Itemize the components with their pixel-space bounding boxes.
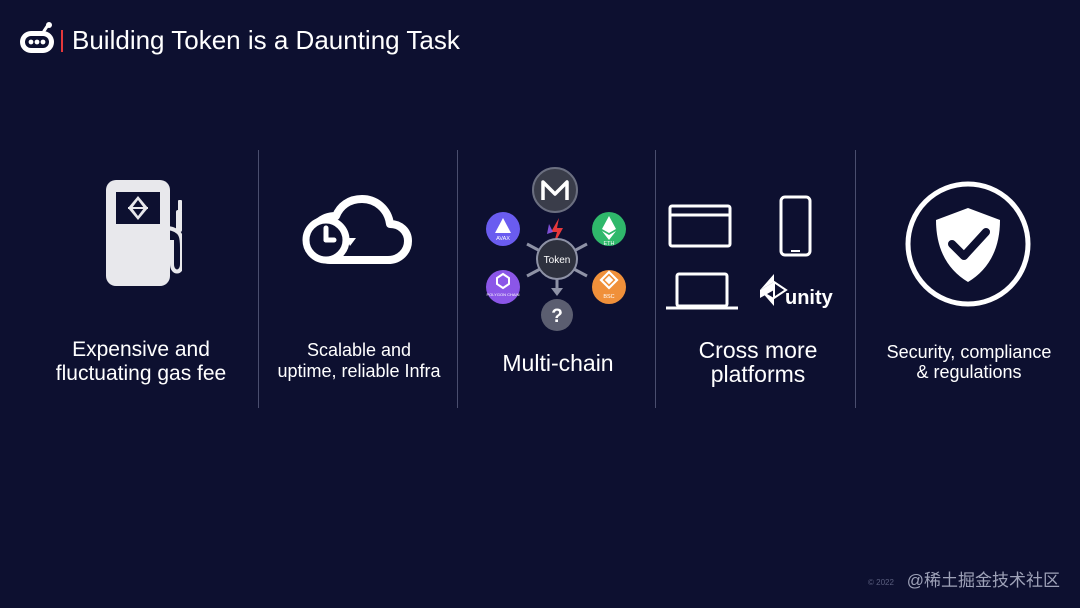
unity-label: unity [785, 287, 834, 309]
chain-m-icon [532, 167, 578, 213]
chain-unknown-label: ? [551, 306, 563, 327]
column-platforms-label-line1: Cross more [698, 337, 818, 363]
unity-logo-icon [760, 274, 788, 306]
multichain-icon: Token AVAX ETH POLYGON CHAIN BSC ? [486, 167, 626, 331]
column-multichain: Token AVAX ETH POLYGON CHAIN BSC ? Multi… [459, 150, 657, 408]
column-platforms-label-line2: platforms [710, 361, 806, 387]
column-gas-label-line1: Expensive and [72, 338, 210, 361]
cloud-clock-icon [302, 195, 412, 264]
chain-token-icon [536, 238, 578, 280]
chain-unknown-icon [541, 299, 573, 331]
chain-polygon-label: POLYGON CHAIN [486, 292, 519, 297]
column-gas: Expensive and fluctuating gas fee [42, 150, 240, 408]
column-gas-label-line2: fluctuating gas fee [55, 362, 227, 385]
browser-window-icon [668, 204, 732, 248]
slide-title: Building Token is a Daunting Task [72, 25, 460, 55]
shield-check-icon [905, 181, 1031, 307]
column-separator [855, 150, 856, 408]
chain-eth-label: ETH [604, 241, 615, 247]
column-security: Security, compliance & regulations [870, 150, 1068, 408]
column-separator [258, 150, 259, 408]
column-separator [655, 150, 656, 408]
column-platforms: unity Cross more platforms [659, 150, 857, 408]
column-infra: Scalable and uptime, reliable Infra [260, 150, 458, 408]
platforms-icon: unity [666, 195, 834, 310]
chain-avax-label: AVAX [496, 236, 510, 242]
chain-bsc-label: BSC [603, 294, 614, 300]
column-security-label-line1: Security, compliance [886, 342, 1052, 362]
lightning-icon [551, 218, 563, 246]
column-security-label-line2: & regulations [916, 362, 1022, 382]
laptop-icon [666, 272, 738, 310]
watermark-text: @稀土掘金技术社区 [906, 571, 1060, 590]
column-multichain-label: Multi-chain [502, 350, 614, 376]
smartphone-icon [779, 195, 812, 257]
title-divider [61, 30, 63, 52]
copyright-text: © 2022 [868, 578, 894, 587]
column-infra-label-line2: uptime, reliable Infra [277, 361, 441, 381]
column-infra-label-line1: Scalable and [306, 340, 412, 360]
chain-token-label: Token [544, 255, 571, 266]
gas-pump-icon [106, 180, 182, 286]
column-separator [457, 150, 458, 408]
brand-logo-icon [20, 22, 54, 53]
